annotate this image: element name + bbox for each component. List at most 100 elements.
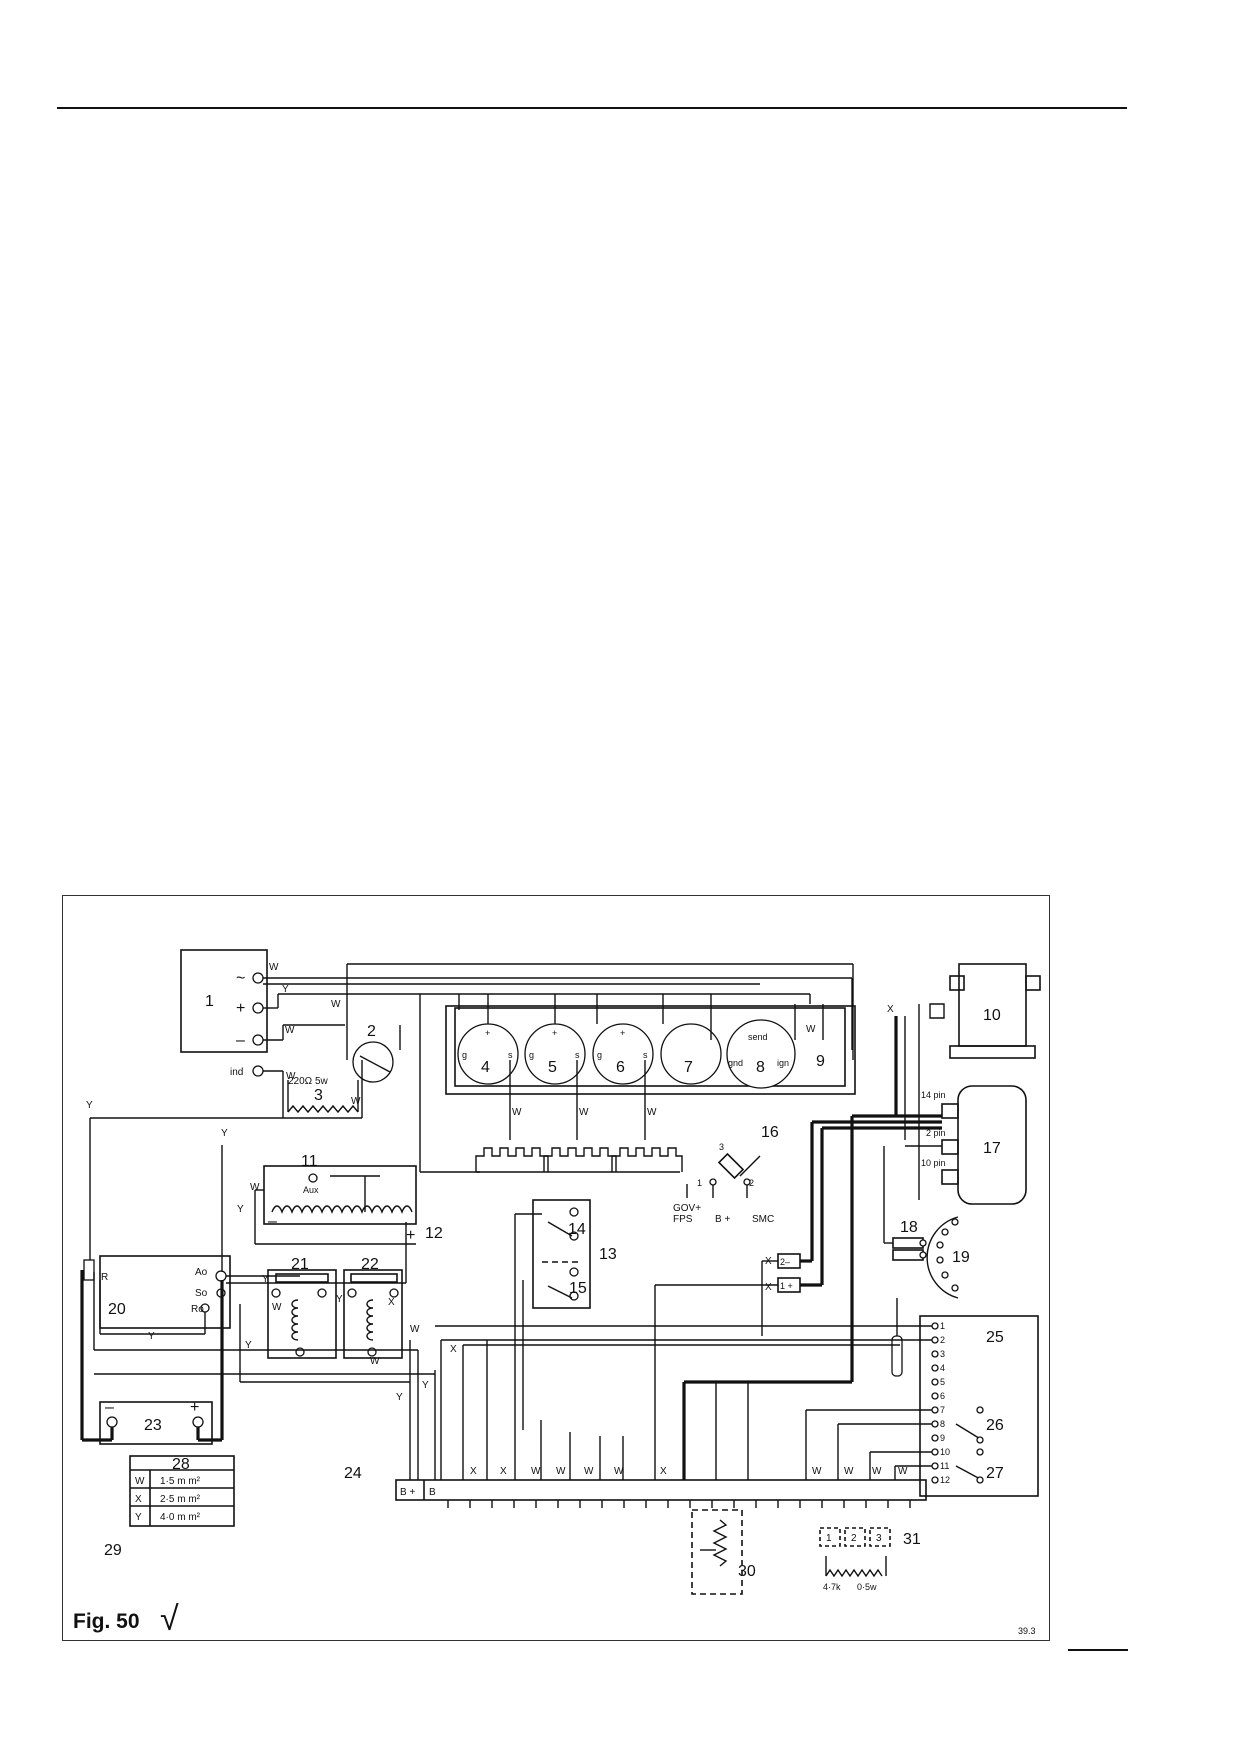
label-22: 22: [361, 1256, 379, 1273]
reg-plus: +: [406, 1227, 415, 1244]
top-wiring: W Y W W W W: [263, 962, 854, 1173]
wire-code-y-21: Y: [262, 1274, 269, 1285]
bottom-code-4: W: [556, 1466, 566, 1477]
pin25-1: 1: [940, 1321, 945, 1331]
reg-minus: –: [268, 1213, 277, 1230]
s16-3: 3: [719, 1142, 724, 1152]
component-22-solenoid: 22 Y X W: [336, 1256, 403, 1367]
wire-code-x-fuse2: X: [765, 1282, 772, 1293]
g5-plus: +: [552, 1028, 557, 1038]
bplus-label: B +: [715, 1214, 730, 1225]
bus-bplus: B +: [400, 1487, 415, 1498]
resistor-3-rating: 220Ω 5w: [288, 1076, 329, 1087]
component-23-battery: 23 – +: [80, 1259, 224, 1445]
figure-frame: [62, 895, 1050, 1641]
terminal-ac: ~: [236, 970, 245, 987]
g6-s: s: [643, 1050, 648, 1060]
figure-caption: Fig. 50: [73, 1610, 140, 1633]
bottom-code-2: X: [500, 1466, 507, 1477]
terminal-ro: Ro: [191, 1304, 204, 1315]
wire-code-w-11: W: [579, 1107, 589, 1118]
pin25-2: 2: [940, 1335, 945, 1345]
terminal-so: So: [195, 1288, 208, 1299]
wire-code-w-4: W: [286, 1071, 296, 1082]
wire-code-y-1: Y: [282, 984, 289, 995]
component-30-potentiometer: 30: [691, 1509, 756, 1595]
label-26: 26: [986, 1417, 1004, 1434]
batt-plus: +: [190, 1399, 199, 1416]
gov-label-2: FPS: [673, 1214, 693, 1225]
label-15: 15: [569, 1280, 587, 1297]
pin25-3: 3: [940, 1349, 945, 1359]
pin25-12: 12: [940, 1475, 950, 1485]
pin25-4: 4: [940, 1363, 945, 1373]
wire-code-y-outer: Y: [86, 1100, 93, 1111]
wire-code-y-2: Y: [221, 1128, 228, 1139]
label-1: 1: [205, 993, 214, 1010]
component-1-unit: 1 ~ + – ind: [180, 949, 268, 1078]
strip-25-pins: 1 2 3 4 5 6 7 8 9 10 11 12: [931, 1321, 950, 1485]
wire-code-x-22: X: [388, 1297, 395, 1308]
bottom-code-7: X: [660, 1466, 667, 1477]
terminal-r: R: [101, 1272, 108, 1283]
wire-code-w-3: W: [285, 1025, 295, 1036]
label-13: 13: [599, 1246, 617, 1263]
wire-code-w-21: W: [272, 1302, 282, 1313]
label-18: 18: [900, 1219, 918, 1236]
label-10: 10: [983, 1007, 1001, 1024]
wire-code-w-22: W: [370, 1356, 380, 1367]
pin25-9: 9: [940, 1433, 945, 1443]
label-30: 30: [738, 1563, 756, 1580]
label-17: 17: [983, 1140, 1001, 1157]
label-23: 23: [144, 1417, 162, 1434]
pin-10: 10 pin: [921, 1158, 946, 1168]
component-18-19: 18 19: [883, 1146, 970, 1299]
res31-b: 0·5w: [857, 1582, 877, 1592]
g8-send: send: [748, 1032, 768, 1042]
pin25-7: 7: [940, 1405, 945, 1415]
label-25: 25: [986, 1329, 1004, 1346]
label-11: 11: [301, 1153, 318, 1170]
smc-label: SMC: [752, 1214, 774, 1225]
fuses: 2– 1 + X X: [654, 1120, 942, 1430]
batt-minus: –: [105, 1399, 114, 1416]
pin25-5: 5: [940, 1377, 945, 1387]
component-10-starter: 10: [929, 963, 1041, 1059]
bottom-code-9: W: [844, 1466, 854, 1477]
res31-a: 4·7k: [823, 1582, 841, 1592]
bottom-code-11: W: [898, 1466, 908, 1477]
legend-size-1: 2·5 m m²: [160, 1494, 201, 1505]
wire-code-w-reg: W: [250, 1182, 260, 1193]
legend-code-0: W: [135, 1476, 145, 1487]
g6-g: g: [597, 1050, 602, 1060]
label-12: 12: [425, 1225, 443, 1242]
box31-3: 3: [876, 1533, 882, 1544]
label-8: 8: [756, 1059, 765, 1076]
bottom-code-8: W: [812, 1466, 822, 1477]
legend-code-2: Y: [135, 1512, 142, 1523]
label-6: 6: [616, 1059, 625, 1076]
bottom-code-1: X: [470, 1466, 477, 1477]
wire-code-w-12: W: [647, 1107, 657, 1118]
gov-label-1: GOV+: [673, 1203, 701, 1214]
legend-title: 28: [172, 1456, 190, 1473]
g5-g: g: [529, 1050, 534, 1060]
component-16-switch: 16 3 1 2 GOV+ FPS B + SMC: [673, 1124, 779, 1225]
fuse-neg: 2–: [780, 1257, 790, 1267]
terminal-aux: Aux: [303, 1185, 319, 1195]
g4-plus: +: [485, 1028, 490, 1038]
component-3-resistor: 220Ω 5w 3: [287, 1076, 359, 1114]
label-16: 16: [761, 1124, 779, 1141]
terminal-ao: Ao: [195, 1267, 208, 1278]
wire-code-x-top: X: [887, 1004, 894, 1015]
terminal-minus: –: [236, 1032, 245, 1049]
component-20-relay: Ao So Ro R 20 Y: [99, 1255, 231, 1342]
bottom-wire-codes: X X W W W W X W W W W W X Y Y Y Y: [86, 1100, 908, 1477]
wire-code-y-feed: Y: [396, 1392, 403, 1403]
legend-size-0: 1·5 m m²: [160, 1476, 201, 1487]
fuse-pos: 1 +: [780, 1281, 793, 1291]
terminal-plus: +: [236, 1000, 245, 1017]
wire-code-w-9: W: [806, 1024, 816, 1035]
bottom-code-6: W: [614, 1466, 624, 1477]
